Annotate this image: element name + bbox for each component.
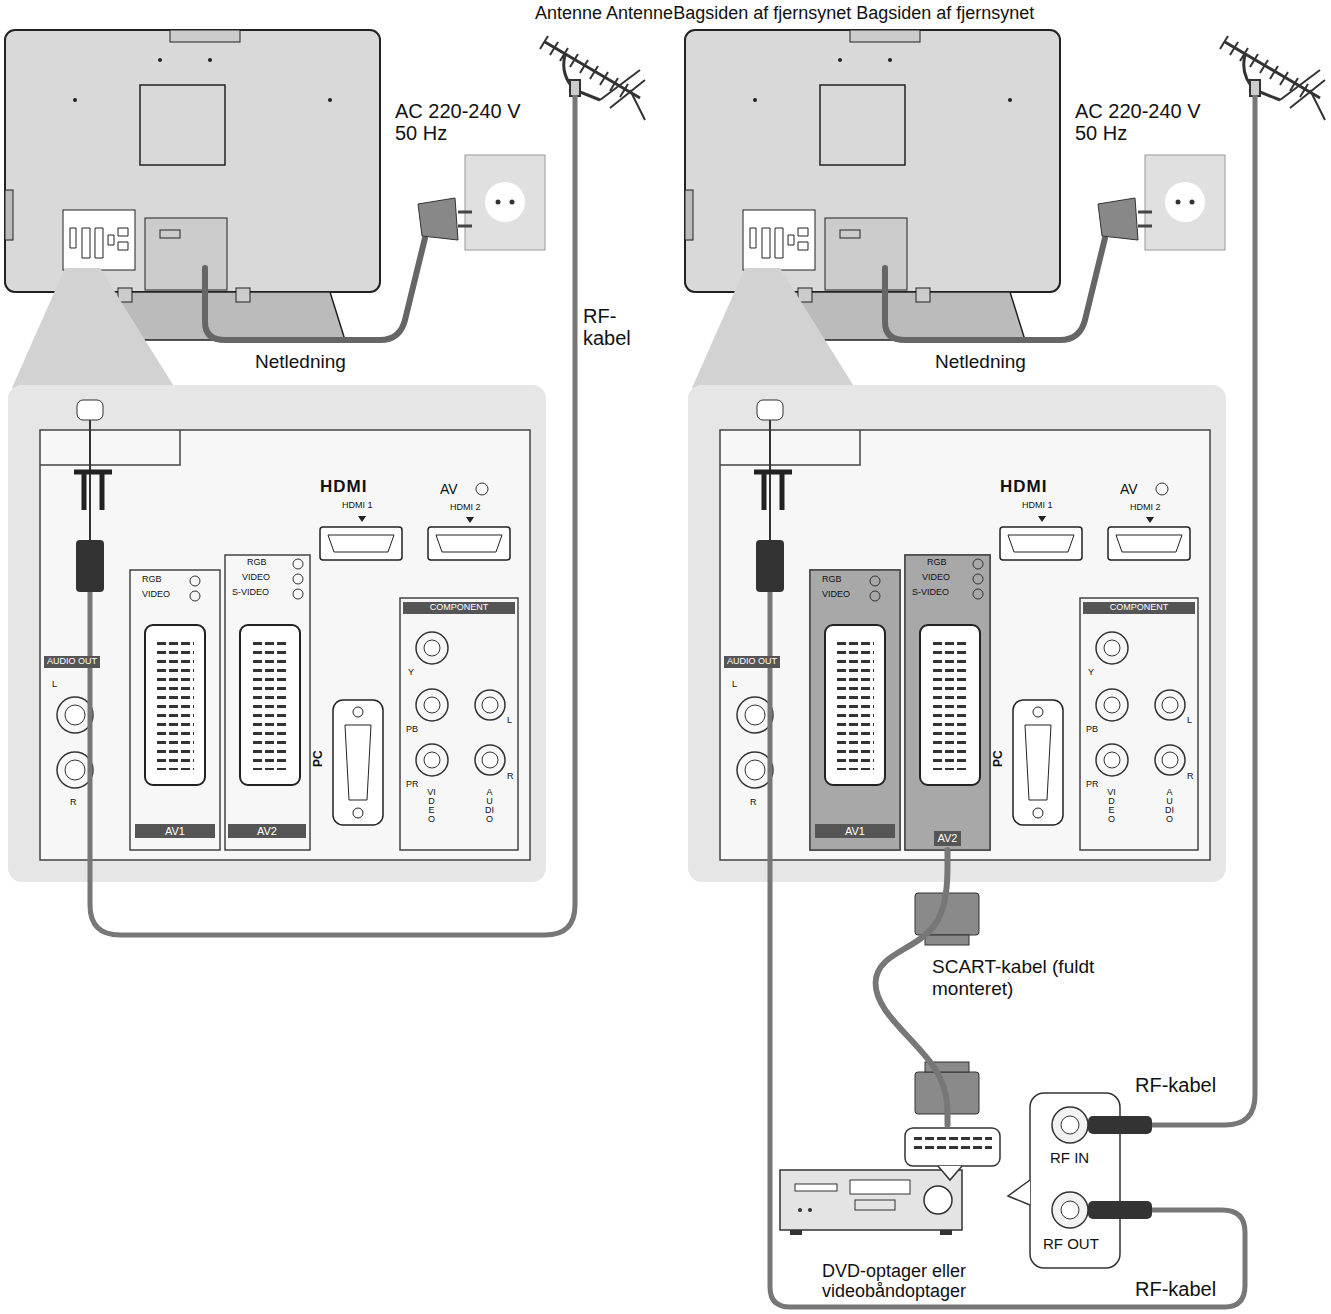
part-label: RGB	[927, 558, 947, 568]
part-label: Netledning	[935, 352, 1026, 373]
input-icon	[870, 559, 983, 601]
recorder-device	[850, 1180, 910, 1194]
device-label: DVD-optager eller videobåndoptager	[775, 1261, 1013, 1302]
rf-plug	[1088, 1201, 1152, 1219]
callout-pointer	[1008, 1180, 1030, 1205]
part-label: PC	[992, 750, 1005, 767]
recorder-device	[780, 1128, 1000, 1235]
part-label: PB	[406, 725, 418, 735]
part-label: RGB	[822, 575, 842, 585]
recorder-device	[938, 1166, 962, 1180]
recorder-device	[914, 1137, 992, 1155]
input-icon	[973, 574, 983, 584]
part-label: S-VIDEO	[232, 588, 269, 598]
part-label: Antenne AntenneBagsiden af fjernsynet Ba…	[535, 4, 1034, 24]
tv-left	[5, 30, 645, 882]
part-label: VIDEO	[142, 590, 170, 600]
part-label: AV	[440, 482, 458, 497]
rf-plug	[1088, 1116, 1152, 1219]
rf-jack	[1052, 1107, 1088, 1228]
part-label: AUDIO OUT	[724, 656, 780, 668]
part-label: RF OUT	[1043, 1236, 1099, 1253]
rf-cable	[770, 592, 1245, 1307]
part-label: COMPONENT	[403, 602, 515, 614]
rf-jack	[1052, 1107, 1088, 1143]
part-label: AC 220-240 V 50 Hz	[395, 100, 545, 144]
part-label: AV1	[815, 824, 895, 838]
part-label: VIDEO	[242, 573, 270, 583]
rf-jack	[1052, 1192, 1088, 1228]
part-label: L	[507, 716, 512, 726]
part-label: L	[1187, 716, 1192, 726]
rf-jack	[1061, 1116, 1079, 1134]
input-icon	[870, 576, 880, 586]
tv-right	[685, 30, 1325, 882]
part-label: RF IN	[1050, 1150, 1089, 1167]
device-label: AV2	[934, 831, 962, 846]
part-label: COMPONENT	[1083, 602, 1195, 614]
part-label: HDMI	[1000, 478, 1047, 497]
scart-plug	[925, 935, 969, 945]
part-label: VIDEO	[427, 788, 436, 824]
part-label: R	[507, 772, 514, 782]
part-label: RF- kabel	[583, 305, 645, 349]
part-label: AUDIO	[485, 788, 494, 824]
part-label: RGB	[247, 558, 267, 568]
input-icon	[973, 559, 983, 569]
part-label: Y	[408, 668, 414, 678]
part-label: AV1	[135, 824, 215, 838]
part-label: L	[732, 680, 737, 690]
part-label: AV	[1120, 482, 1138, 497]
rf-jack	[1061, 1201, 1079, 1219]
part-label: PC	[312, 750, 325, 767]
recorder-device: DVD-optager eller videobåndoptager	[775, 1125, 1013, 1302]
part-label: R	[750, 798, 757, 808]
part-label: HDMI 1	[1022, 501, 1053, 511]
part-label: VIDEO	[922, 573, 950, 583]
part-label: VIDEO	[1107, 788, 1116, 824]
part-label: AUDIO OUT	[44, 656, 100, 668]
recorder-device	[790, 1230, 802, 1235]
part-label: PB	[1086, 725, 1098, 735]
recorder-device	[798, 1208, 802, 1212]
part-label: AV2	[228, 824, 306, 838]
part-label: RGB	[142, 575, 162, 585]
recorder-device	[924, 1186, 952, 1214]
part-label: R	[70, 798, 77, 808]
part-label: Y	[1088, 668, 1094, 678]
scart-plug	[915, 893, 979, 1114]
part-label: S-VIDEO	[912, 588, 949, 598]
part-label: HDMI	[320, 478, 367, 497]
recorder-device	[940, 1230, 952, 1235]
part-label: PR	[406, 780, 419, 790]
scart-socket	[825, 625, 980, 785]
part-label: R	[1187, 772, 1194, 782]
recorder-device	[855, 1200, 895, 1210]
cable-label: SCART-kabel (fuldt monteret)	[930, 955, 1104, 1001]
part-label: HDMI 2	[1130, 503, 1161, 513]
rf-cable	[90, 95, 575, 935]
part-label: VIDEO	[822, 590, 850, 600]
part-label: AUDIO	[1165, 788, 1174, 824]
scart-socket: AV2	[905, 555, 990, 850]
part-label: AC 220-240 V 50 Hz	[1075, 100, 1225, 144]
recorder-device	[905, 1128, 1000, 1166]
part-label: HDMI 2	[450, 503, 481, 513]
rf-plug	[1088, 1116, 1152, 1134]
part-label: Netledning	[255, 352, 346, 373]
recorder-device	[780, 1170, 962, 1230]
part-label: PR	[1086, 780, 1099, 790]
recorder-device	[795, 1184, 837, 1191]
input-icon	[870, 591, 880, 601]
part-label: RF-kabel	[1135, 1074, 1216, 1096]
input-icon	[973, 589, 983, 599]
part-label: RF-kabel	[1135, 1278, 1216, 1300]
recorder-device	[808, 1208, 812, 1212]
part-label: HDMI 1	[342, 501, 373, 511]
part-label: L	[52, 680, 57, 690]
